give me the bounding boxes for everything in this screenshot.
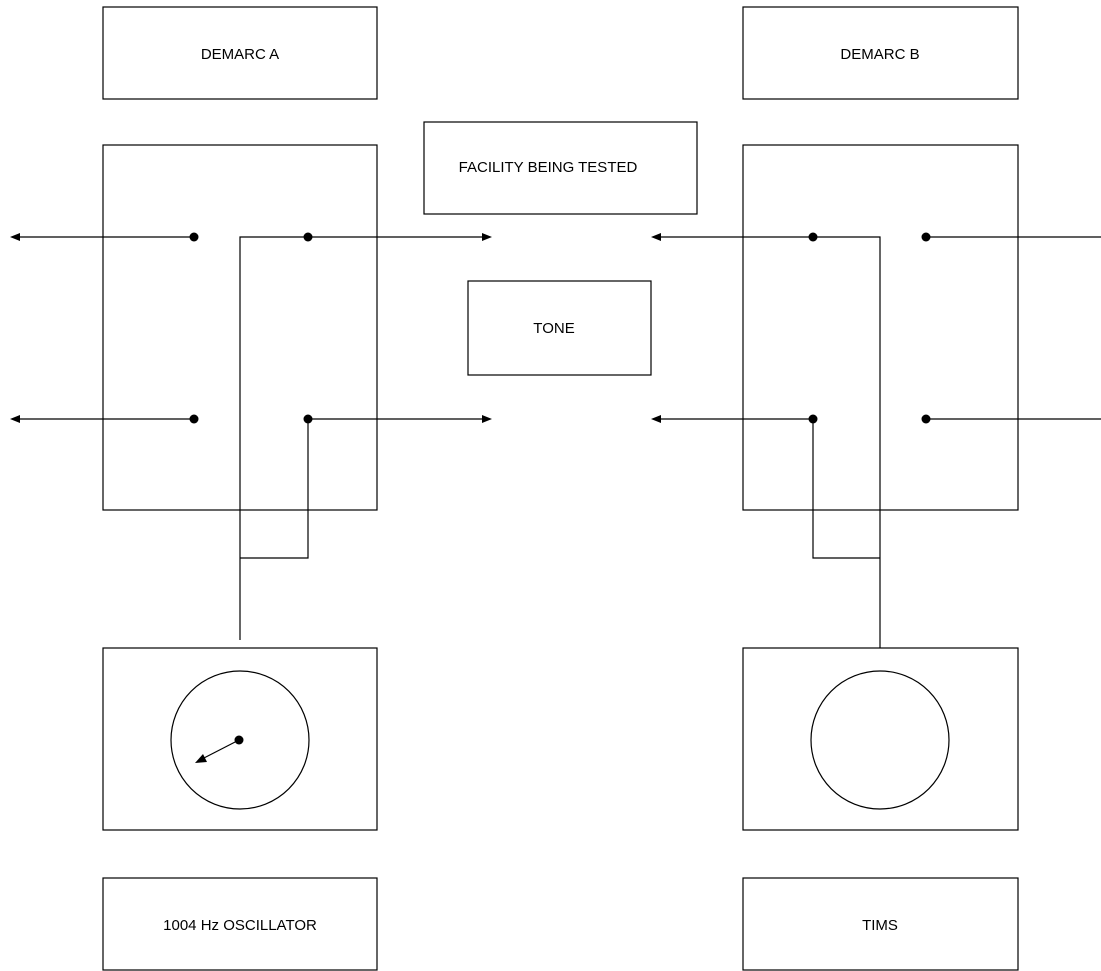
jack-point	[189, 232, 199, 242]
arrowhead-facility-a-lower	[482, 415, 492, 423]
demarc-a-wiring	[18, 236, 482, 640]
demarc-b-jack-points	[808, 232, 931, 424]
jack-point	[921, 232, 931, 242]
arrowhead-facility-a-upper	[482, 233, 492, 241]
oscillator-label-box	[102, 877, 378, 971]
tims-label: TIMS	[862, 917, 898, 934]
oscillator-needle-icon	[195, 735, 244, 763]
demarc-b-label: DEMARC B	[840, 46, 919, 63]
facility-box	[423, 121, 698, 215]
demarc-a-arrowheads	[10, 233, 492, 423]
jack-point	[808, 232, 818, 242]
oscillator-label: 1004 Hz OSCILLATOR	[163, 917, 317, 934]
jack-point	[189, 414, 199, 424]
tone-label: TONE	[533, 320, 574, 337]
tims-meter-dial	[810, 670, 950, 810]
demarc-a-label-box	[102, 6, 378, 100]
tone-box	[467, 280, 652, 376]
facility-label: FACILITY BEING TESTED	[459, 159, 638, 176]
arrowhead-facility-b-lower	[651, 415, 661, 423]
arrowhead-left-lower	[10, 415, 20, 423]
demarc-a-jack-points	[189, 232, 313, 424]
demarc-a-label: DEMARC A	[201, 46, 279, 63]
arrowhead-facility-b-upper	[651, 233, 661, 241]
oscillator-dial	[170, 670, 310, 810]
jack-point	[808, 414, 818, 424]
arrowhead-left-upper	[10, 233, 20, 241]
tims-instrument	[742, 647, 1019, 831]
demarc-b-wiring	[661, 236, 1101, 648]
demarc-b-arrowheads	[651, 233, 661, 423]
jack-point	[303, 232, 313, 242]
demarc-b-label-box	[742, 6, 1019, 100]
tims-label-box	[742, 877, 1019, 971]
jack-point	[921, 414, 931, 424]
jack-point	[303, 414, 313, 424]
